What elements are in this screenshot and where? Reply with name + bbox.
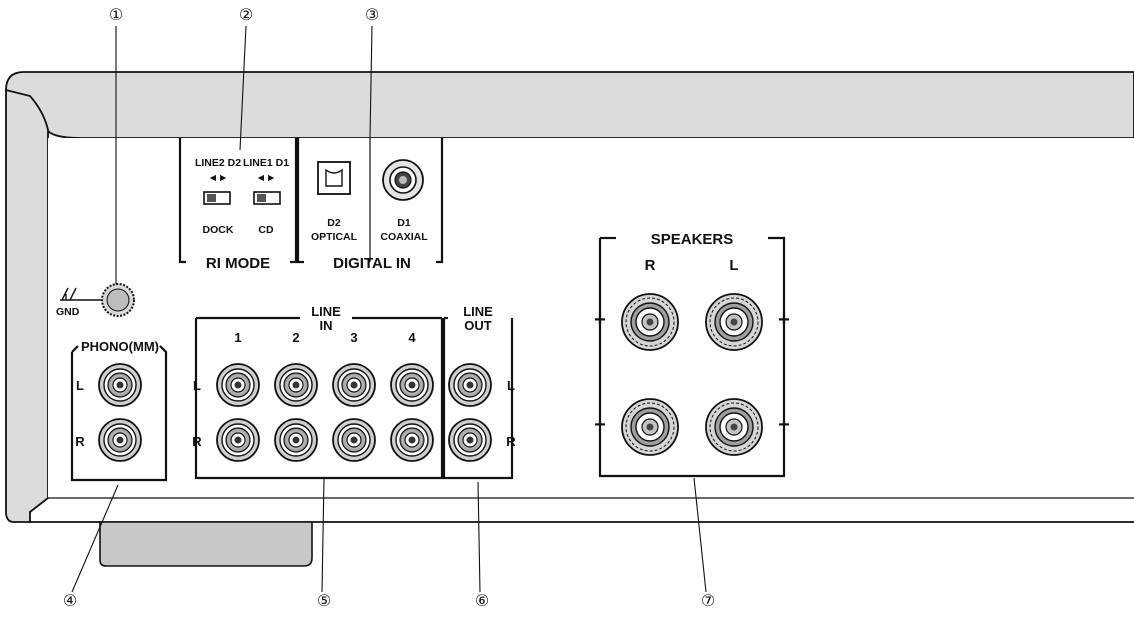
line-in-2-right-jack[interactable]: [274, 418, 318, 462]
coaxial-port[interactable]: [382, 159, 424, 201]
digital-in-group: DIGITAL IN D2 OPTICAL D1 COAXIAL: [296, 138, 444, 272]
line-in-3-right-jack[interactable]: [332, 418, 376, 462]
phono-right-jack[interactable]: [98, 418, 142, 462]
line-in-channel-2: 2: [292, 330, 299, 345]
callout-2: ②: [239, 7, 253, 24]
line-in-title-2: IN: [320, 318, 333, 333]
line-in-channel-3: 3: [350, 330, 357, 345]
phono-title: PHONO(MM): [81, 339, 159, 354]
line-in-title-1: LINE: [311, 304, 341, 319]
line-in-2-left-jack[interactable]: [274, 363, 318, 407]
digital-in-title: DIGITAL IN: [333, 255, 411, 272]
speakers-left-label: L: [729, 257, 738, 274]
line-out-left-jack[interactable]: [448, 363, 492, 407]
coaxial-label-2: COAXIAL: [380, 231, 428, 243]
speakers-minus-left: −: [594, 414, 606, 436]
speakers-group: SPEAKERS R L + + − −: [594, 231, 790, 478]
speaker-left-minus-terminal[interactable]: [705, 398, 763, 456]
foot: [99, 521, 313, 567]
line-out-group: LINE OUT L R: [442, 304, 516, 480]
line-in-channel-1: 1: [234, 330, 241, 345]
line-out-title-2: OUT: [464, 318, 492, 333]
coaxial-label-1: D1: [397, 217, 411, 229]
line-in-left-label: L: [193, 378, 201, 393]
line-out-right-label: R: [506, 434, 516, 449]
callout-7: ⑦: [701, 593, 715, 610]
ri-arrows-left-icon: ◄►: [208, 172, 229, 184]
speaker-terminals: [621, 293, 763, 456]
callout-6: ⑥: [475, 593, 489, 610]
speakers-right-label: R: [645, 257, 656, 274]
dock-switch[interactable]: [203, 191, 231, 205]
left-bevel: [5, 88, 49, 523]
optical-port[interactable]: [317, 161, 351, 195]
gnd-terminal[interactable]: GND: [56, 283, 135, 318]
speaker-left-plus-terminal[interactable]: [705, 293, 763, 351]
line-in-1-left-jack[interactable]: [216, 363, 260, 407]
line-in-4-left-jack[interactable]: [390, 363, 434, 407]
ri-arrows-right-icon: ◄►: [256, 172, 277, 184]
ri-switch-right-bottom: CD: [258, 224, 274, 236]
speakers-minus-right: −: [778, 414, 790, 436]
callout-5: ⑤: [317, 593, 331, 610]
ri-switch-left-top: LINE2 D2: [195, 157, 241, 169]
phono-left-label: L: [76, 378, 84, 393]
callout-3: ③: [365, 7, 379, 24]
phono-right-label: R: [75, 434, 85, 449]
rca-jacks: [98, 363, 492, 462]
line-in-1-right-jack[interactable]: [216, 418, 260, 462]
phono-group: PHONO(MM) L R: [70, 339, 168, 482]
gnd-label: GND: [56, 306, 80, 318]
line-in-right-label: R: [192, 434, 202, 449]
callout-4: ④: [63, 593, 77, 610]
phono-left-jack[interactable]: [98, 363, 142, 407]
line-in-group: LINE IN 1 2 3 4 L R: [192, 304, 444, 480]
callouts: ① ② ③ ④ ⑤ ⑥ ⑦: [63, 7, 715, 610]
speakers-plus-left: +: [594, 309, 606, 331]
line-in-channel-4: 4: [408, 330, 416, 345]
optical-label-1: D2: [327, 217, 341, 229]
callout-1: ①: [109, 7, 123, 24]
ri-switch-right-top: LINE1 D1: [243, 157, 289, 169]
speaker-right-plus-terminal[interactable]: [621, 293, 679, 351]
chassis: [5, 71, 1134, 567]
ri-mode-title: RI MODE: [206, 255, 270, 272]
line-out-title-1: LINE: [463, 304, 493, 319]
line-out-left-label: L: [507, 378, 515, 393]
ri-switch-left-bottom: DOCK: [203, 224, 234, 236]
line-in-4-right-jack[interactable]: [390, 418, 434, 462]
line-in-3-left-jack[interactable]: [332, 363, 376, 407]
top-bevel: [5, 71, 1134, 139]
speakers-plus-right: +: [778, 309, 790, 331]
panel-face: [48, 138, 1134, 498]
optical-label-2: OPTICAL: [311, 231, 358, 243]
ri-mode-group: RI MODE LINE2 D2 LINE1 D1 ◄► ◄► DOCK CD: [178, 138, 298, 272]
speakers-title: SPEAKERS: [651, 231, 734, 248]
cd-switch[interactable]: [253, 191, 281, 205]
line-out-right-jack[interactable]: [448, 418, 492, 462]
speaker-right-minus-terminal[interactable]: [621, 398, 679, 456]
